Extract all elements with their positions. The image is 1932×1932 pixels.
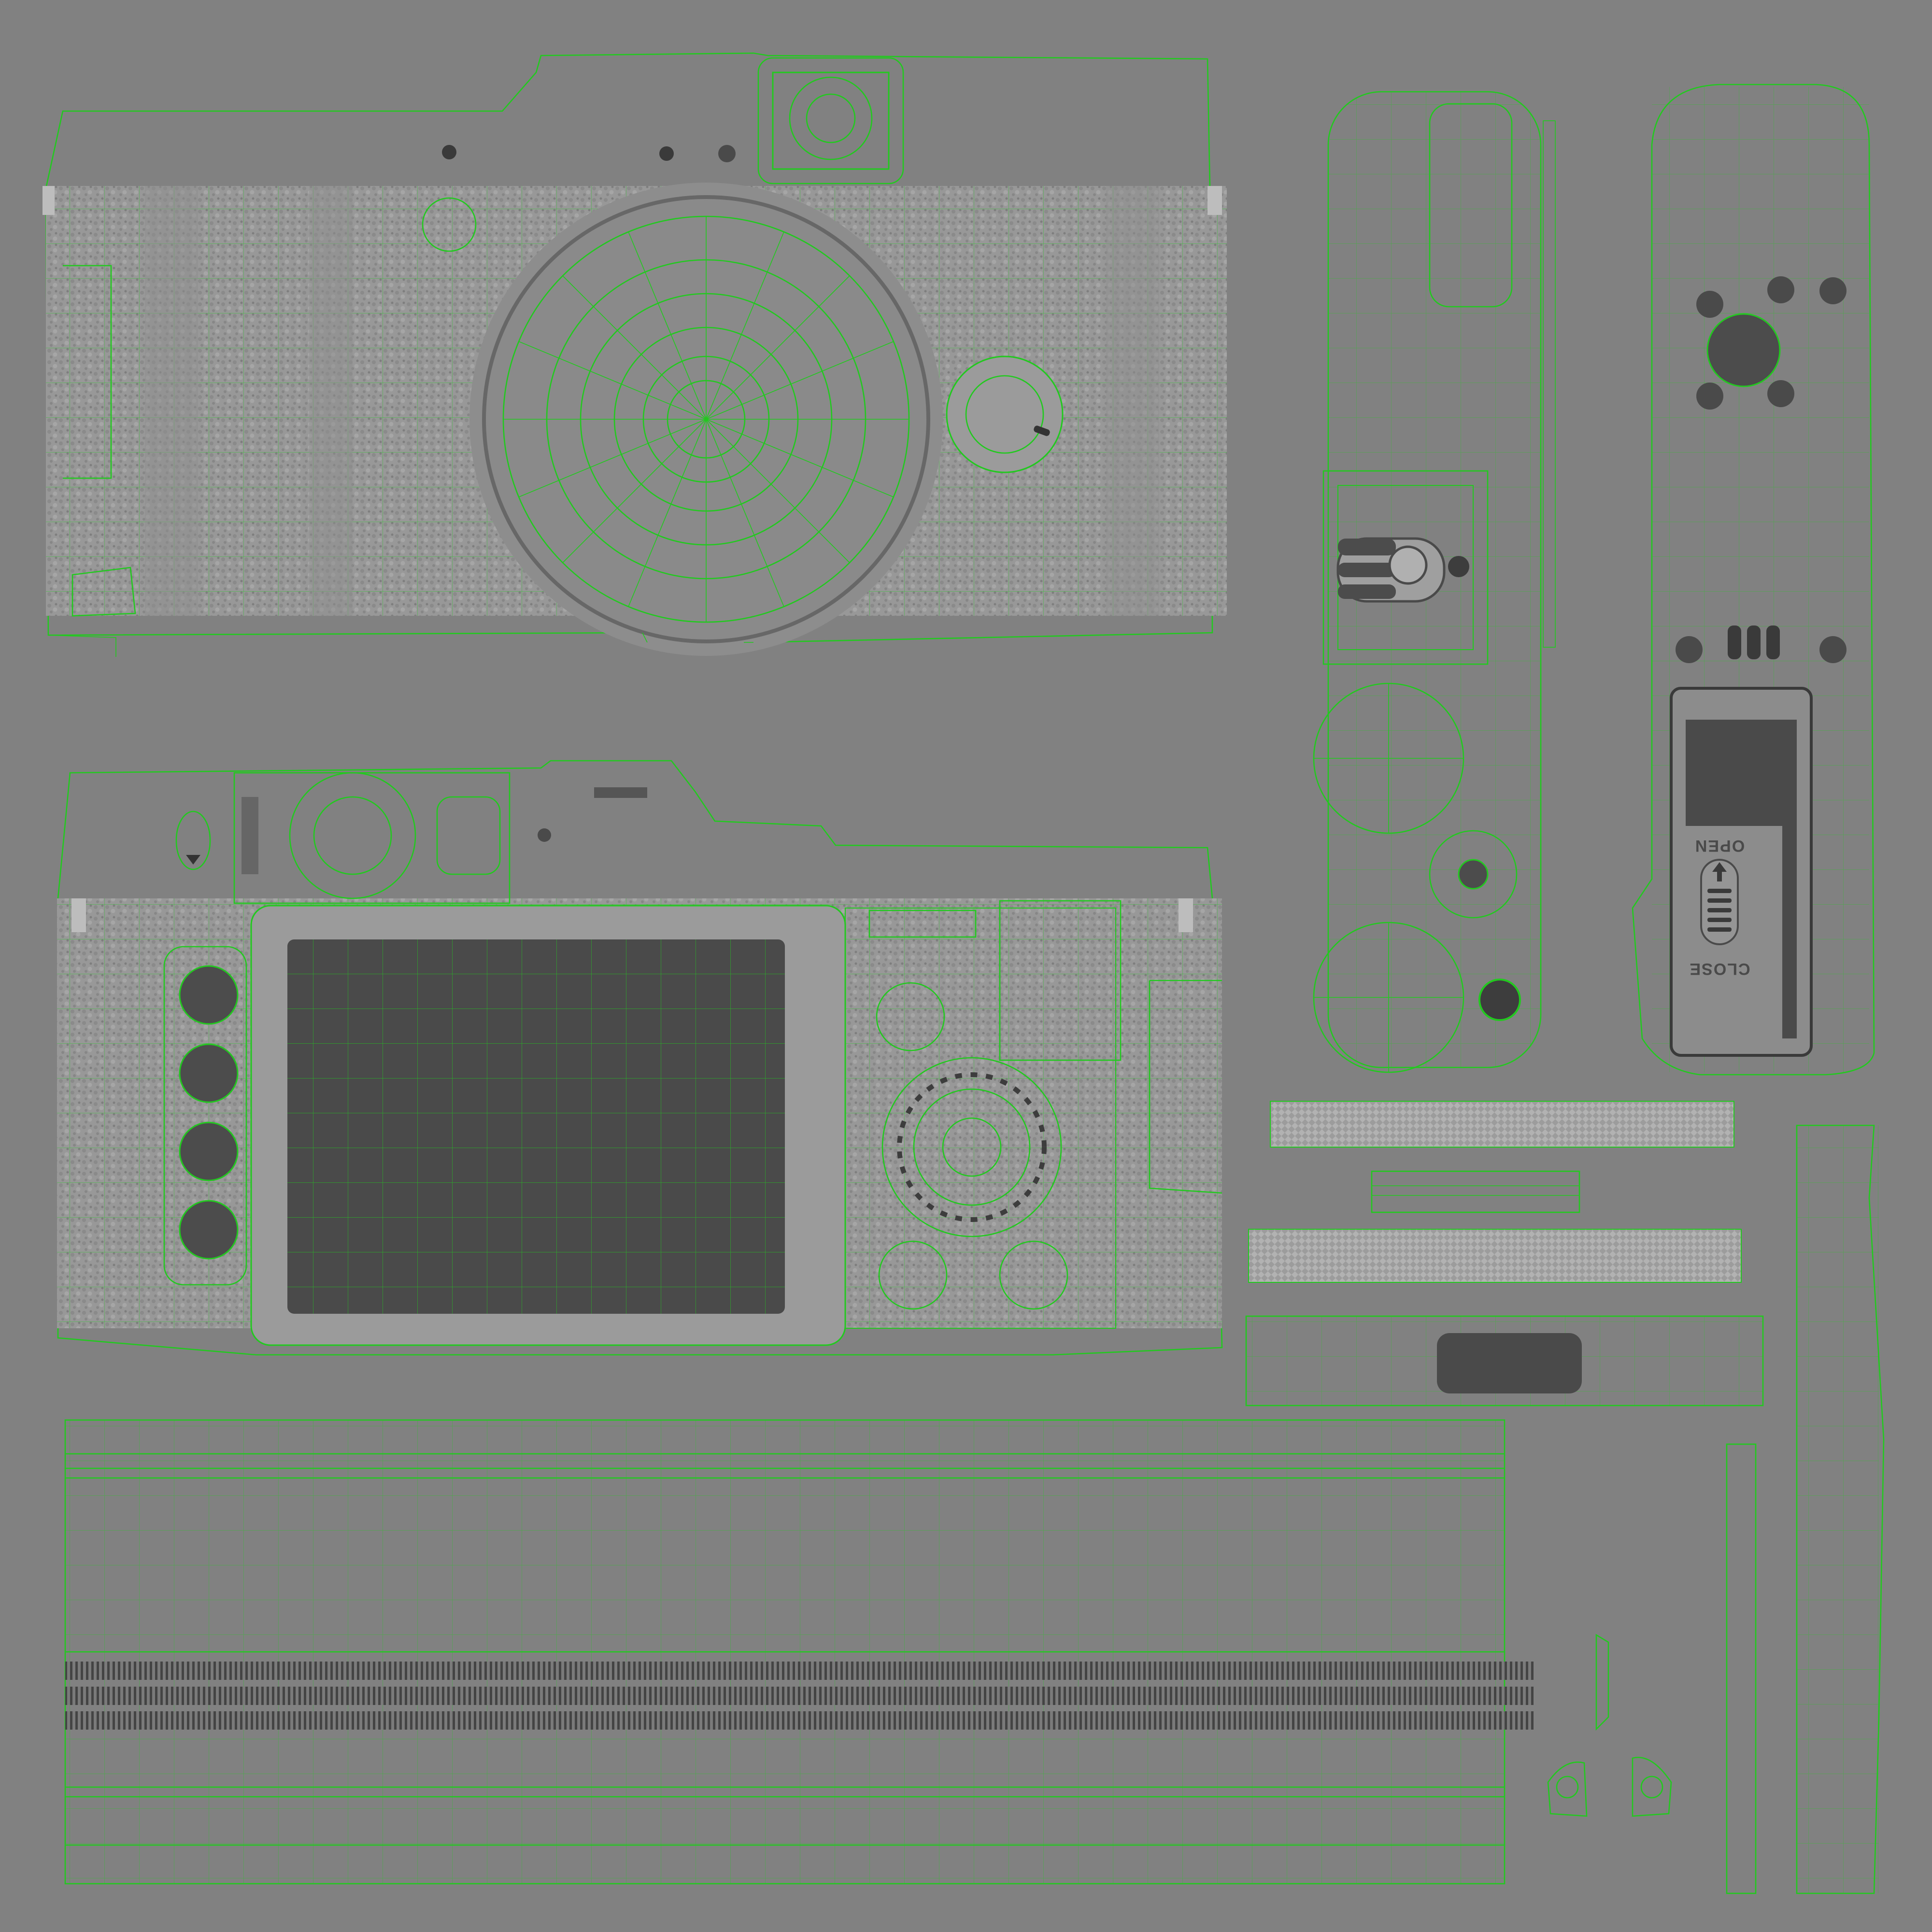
small-parts-uv [1245,1101,1885,1894]
grip-band-uv [64,1419,1534,1885]
lens-icon [469,183,943,656]
camera-side-left-uv [1313,91,1556,1073]
button-icon [179,965,239,1260]
camera-front-uv [43,52,1227,657]
battery-door: OPEN CLOSE [1670,687,1813,1057]
hot-shoe-icon [1322,470,1489,665]
open-label: OPEN [1694,837,1745,855]
dial-icon [946,355,1064,473]
close-label: CLOSE [1689,960,1750,978]
camera-back-uv [57,760,1223,1356]
arrow-up-icon [1712,862,1727,881]
camera-side-right-uv: OPEN CLOSE [1632,84,1875,1076]
